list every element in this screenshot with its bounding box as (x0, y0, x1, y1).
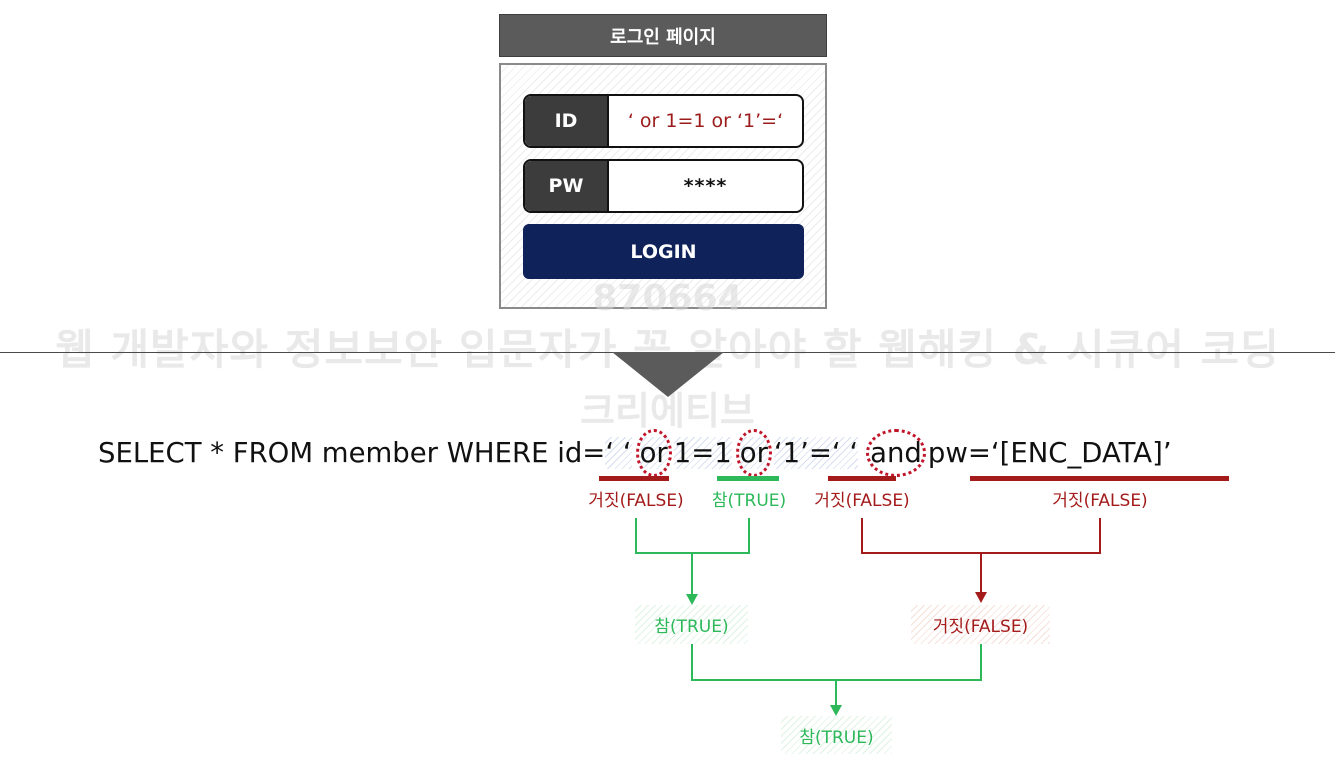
label-true-1: 참(TRUE) (711, 491, 787, 511)
sql-pw-part: pw=‘[ENC_DATA]’ (927, 437, 1172, 469)
pw-field[interactable]: PW **** (523, 159, 804, 213)
id-value: ‘ or 1=1 or ‘1’=‘ (627, 110, 784, 132)
arrowhead-final-icon (830, 705, 842, 716)
label-false-1: 거짓(FALSE) (588, 491, 684, 511)
sql-or-1: or (635, 429, 672, 477)
label-false-2: 거짓(FALSE) (814, 491, 910, 511)
result-right: 거짓(FALSE) (911, 605, 1050, 644)
result-final: 참(TRUE) (781, 716, 892, 754)
underline-false-1 (599, 476, 669, 481)
sql-query: SELECT * FROM member WHERE id= ‘ ‘ or 1=… (98, 429, 1172, 477)
pw-value: **** (683, 175, 728, 197)
arrowhead-right-icon (975, 592, 987, 603)
id-label: ID (525, 96, 609, 146)
connector-final-pair (691, 644, 982, 681)
sql-prefix: SELECT * FROM member WHERE id= (98, 437, 606, 469)
login-button[interactable]: LOGIN (523, 224, 804, 279)
pw-label: PW (525, 161, 609, 211)
underline-true-1 (717, 476, 779, 481)
sql-and: and (866, 429, 926, 477)
connector-left-pair (635, 518, 750, 554)
sql-empty-string: ‘ ‘ (605, 437, 632, 469)
login-page-title: 로그인 페이지 (499, 14, 827, 57)
sql-cond-str: ‘1’=‘ ‘ (773, 437, 859, 469)
sql-or-2: or (735, 429, 773, 477)
result-left: 참(TRUE) (635, 605, 748, 644)
id-field[interactable]: ID ‘ or 1=1 or ‘1’=‘ (523, 94, 804, 148)
underline-false-2 (828, 476, 896, 481)
underline-false-3 (970, 476, 1229, 481)
arrow-down-icon (612, 352, 724, 397)
arrowhead-left-icon (686, 594, 698, 605)
label-false-3: 거짓(FALSE) (1052, 491, 1148, 511)
connector-right-pair (861, 518, 1101, 554)
sql-cond-true: 1=1 (673, 437, 732, 469)
